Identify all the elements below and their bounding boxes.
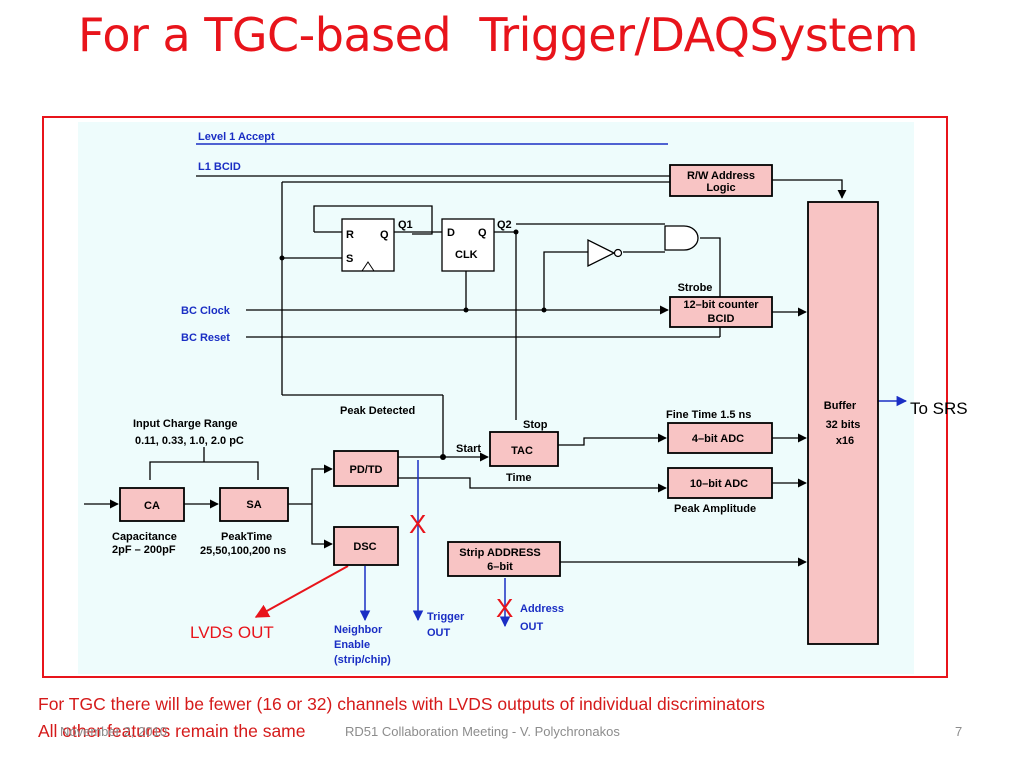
- footer-center: RD51 Collaboration Meeting - V. Polychro…: [345, 724, 620, 739]
- adc10-block: [667, 467, 773, 499]
- rw-address-block: [669, 164, 773, 197]
- peak-detected-label: Peak Detected: [340, 405, 415, 417]
- buffer-label-2: 32 bits: [826, 419, 861, 431]
- stop-label: Stop: [523, 419, 548, 431]
- start-label: Start: [456, 443, 481, 455]
- time-label: Time: [506, 472, 531, 484]
- strip-label-1: Strip ADDRESS: [459, 547, 541, 559]
- pdtd-block: [333, 450, 399, 487]
- x-mark-trigger: X: [409, 509, 426, 539]
- x-mark-address: X: [496, 593, 513, 623]
- rw-label-2: Logic: [706, 182, 735, 194]
- address-label-1: Address: [520, 603, 564, 615]
- to-srs-label: To SRS: [910, 399, 968, 418]
- adc4-label: 4–bit ADC: [692, 433, 744, 445]
- sa-block: [219, 487, 289, 522]
- strip-block: [447, 541, 561, 577]
- ca-label: CA: [144, 500, 160, 512]
- peaktime-values: 25,50,100,200 ns: [200, 545, 286, 557]
- junctions: [279, 229, 547, 460]
- footnote-line-2: All other features remain the same: [38, 721, 306, 741]
- l1-bcid-label: L1 BCID: [198, 161, 241, 173]
- slide-title: For a TGC-based Trigger/DAQSystem: [78, 8, 919, 62]
- tac-block: [489, 431, 559, 467]
- rs-r-label: R: [346, 229, 354, 241]
- neighbor-label-2: Enable: [334, 639, 370, 651]
- capacitance-values: 2pF – 200pF: [112, 544, 176, 556]
- dsc-block: [333, 526, 399, 566]
- capacitance-label: Capacitance: [112, 531, 177, 543]
- page-number: 7: [955, 724, 963, 739]
- counter-label-2: BCID: [708, 313, 735, 325]
- address-label-2: OUT: [520, 621, 544, 633]
- rs-flipflop: R Q S Q1: [341, 218, 413, 272]
- inverter-gate: [587, 238, 623, 268]
- peak-amplitude-label: Peak Amplitude: [674, 503, 756, 515]
- rs-s-label: S: [346, 253, 353, 265]
- strobe-label: Strobe: [678, 282, 713, 294]
- fine-time-label: Fine Time 1.5 ns: [666, 409, 751, 421]
- lvds-arrow: [254, 565, 349, 618]
- footnote-line-1: For TGC there will be fewer (16 or 32) c…: [38, 694, 765, 714]
- peaktime-label: PeakTime: [221, 531, 272, 543]
- d-d-label: D: [447, 227, 455, 239]
- dsc-label: DSC: [353, 541, 376, 553]
- wires: [84, 175, 847, 567]
- blue-signals: [196, 143, 908, 628]
- input-range-label: Input Charge Range: [133, 418, 238, 430]
- trigger-label-1: Trigger: [427, 611, 465, 623]
- lvds-out-label: LVDS OUT: [190, 623, 274, 642]
- neighbor-label-1: Neighbor: [334, 624, 383, 636]
- counter-block: [669, 296, 773, 328]
- rw-label-1: R/W Address: [687, 170, 755, 182]
- diagram-panel: [78, 122, 914, 674]
- buffer-block: [807, 201, 879, 645]
- bc-reset-label: BC Reset: [181, 332, 230, 344]
- trigger-label-2: OUT: [427, 627, 451, 639]
- q1-label: Q1: [398, 219, 413, 231]
- input-values-label: 0.11, 0.33, 1.0, 2.0 pC: [135, 435, 244, 447]
- and-gate: [664, 225, 699, 251]
- footer-date: November 2, 2010: [60, 724, 167, 739]
- bc-clock-label: BC Clock: [181, 305, 231, 317]
- adc10-label: 10–bit ADC: [690, 478, 748, 490]
- diagram-frame: [42, 116, 948, 678]
- clk-label: CLK: [455, 249, 478, 261]
- blocks: [119, 164, 879, 645]
- q2-label: Q2: [497, 219, 512, 231]
- neighbor-label-3: (strip/chip): [334, 654, 391, 666]
- buffer-label-3: x16: [836, 435, 854, 447]
- tac-label: TAC: [511, 445, 533, 457]
- buffer-label-1: Buffer: [824, 400, 857, 412]
- counter-label-1: 12–bit counter: [683, 299, 759, 311]
- ca-block: [119, 487, 185, 522]
- pdtd-label: PD/TD: [350, 464, 383, 476]
- d-flipflop: D Q CLK Q2: [441, 218, 512, 272]
- d-q-label: Q: [478, 227, 487, 239]
- strip-label-2: 6–bit: [487, 561, 513, 573]
- adc4-block: [667, 422, 773, 454]
- sa-label: SA: [246, 499, 261, 511]
- level1-accept-label: Level 1 Accept: [198, 131, 275, 143]
- rs-q-label: Q: [380, 229, 389, 241]
